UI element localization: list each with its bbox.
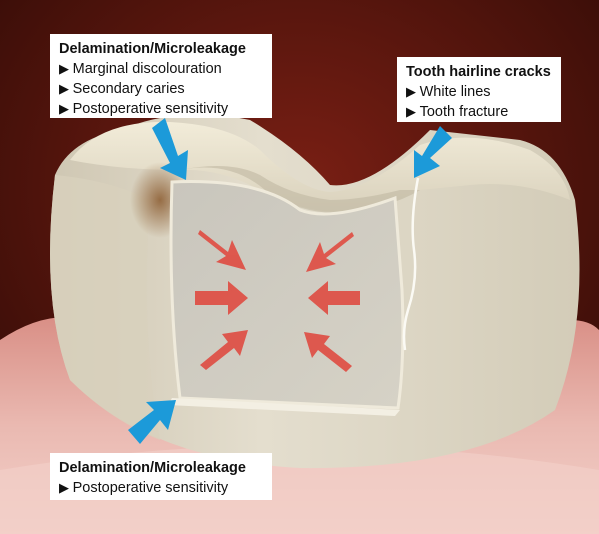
callout-delamination-bottom: Delamination/Microleakage Postoperative …: [50, 453, 272, 500]
callout-item: Secondary caries: [59, 79, 263, 99]
callout-item: Marginal discolouration: [59, 59, 263, 79]
callout-item: Postoperative sensitivity: [59, 99, 263, 119]
callout-item: White lines: [406, 82, 552, 102]
callout-title: Delamination/Microleakage: [59, 40, 263, 59]
callout-item: Postoperative sensitivity: [59, 478, 263, 498]
callout-title: Delamination/Microleakage: [59, 459, 263, 478]
callout-hairline-cracks: Tooth hairline cracks White lines Tooth …: [397, 57, 561, 122]
callout-item: Tooth fracture: [406, 102, 552, 122]
callout-delamination-top: Delamination/Microleakage Marginal disco…: [50, 34, 272, 118]
callout-title: Tooth hairline cracks: [406, 63, 552, 82]
